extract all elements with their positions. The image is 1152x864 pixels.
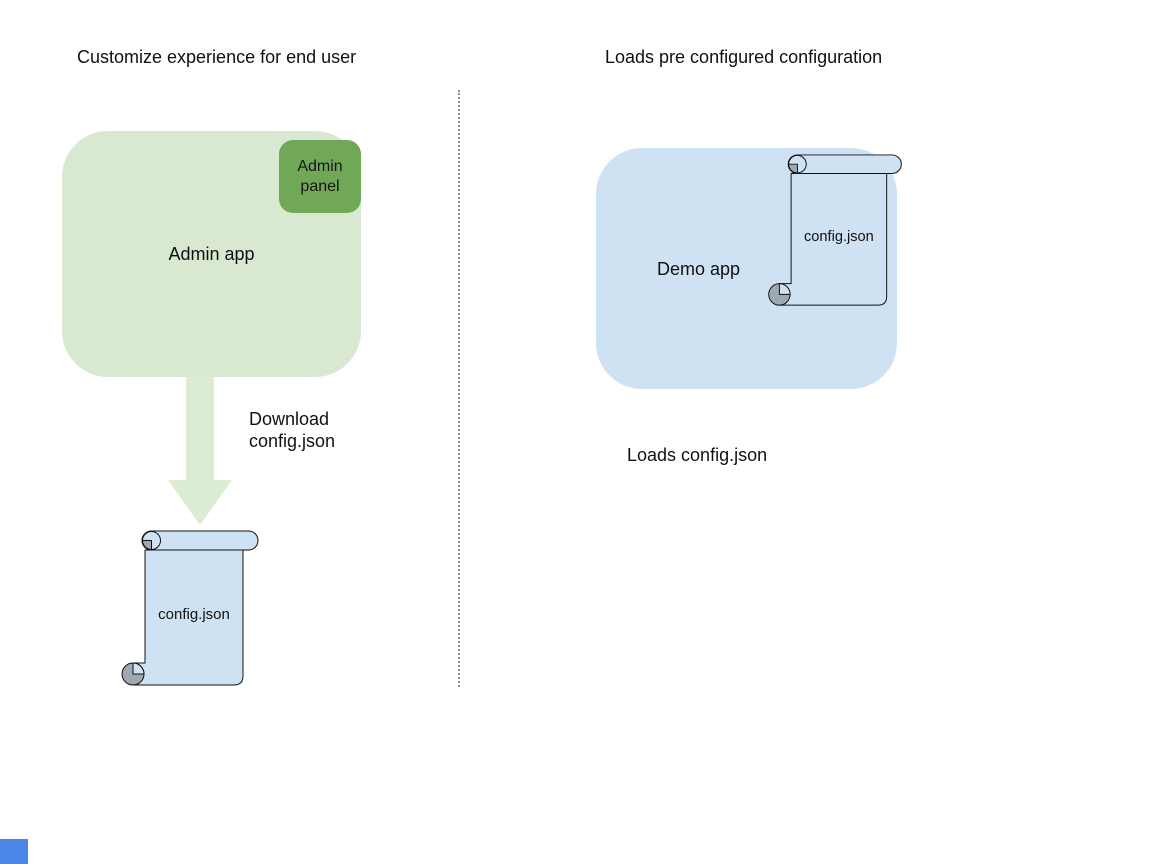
demo-app-label: Demo app xyxy=(657,259,741,279)
scroll-top-curl-fold xyxy=(141,540,152,551)
config-file-scroll-right: config.json xyxy=(768,154,902,306)
section-divider xyxy=(458,90,460,687)
scroll-top-roll xyxy=(787,154,902,174)
admin-app-box: Admin app Admin panel xyxy=(62,131,361,377)
admin-panel: Admin panel xyxy=(279,140,361,213)
right-section-title: Loads pre configured configuration xyxy=(605,47,883,67)
admin-panel-label: Admin panel xyxy=(297,157,343,195)
left-section-title: Customize experience for end user xyxy=(77,47,357,67)
download-caption: Download config.json xyxy=(249,409,336,451)
scroll-top-curl-fold xyxy=(788,163,798,174)
config-file-label-right: config.json xyxy=(804,229,874,245)
scroll-bottom-curl-fold xyxy=(778,283,791,295)
admin-app-label: Admin app xyxy=(168,244,255,264)
config-file-label-left: config.json xyxy=(158,606,230,623)
down-arrow-shape xyxy=(168,377,232,525)
config-file-scroll-left: config.json xyxy=(121,530,259,686)
loads-caption: Loads config.json xyxy=(627,445,768,465)
blue-corner-marker xyxy=(0,839,28,864)
download-arrow-icon xyxy=(168,377,232,525)
scroll-bottom-curl-fold xyxy=(132,662,145,675)
